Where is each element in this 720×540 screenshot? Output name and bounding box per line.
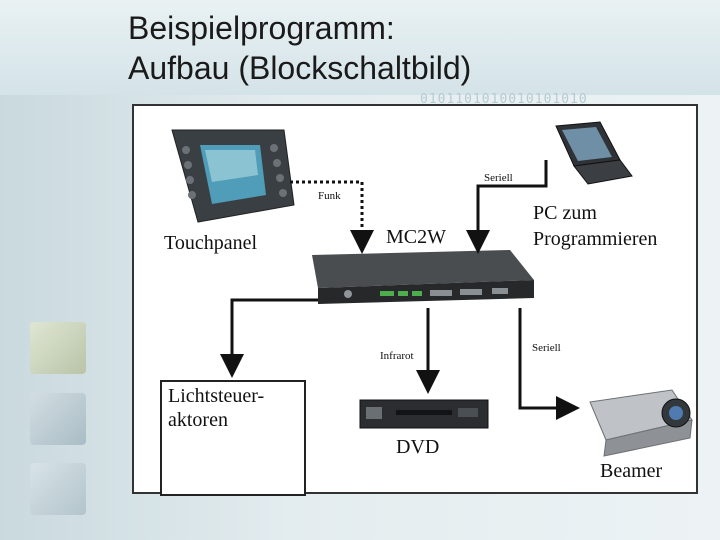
lichtsteueraktoren-box: Lichtsteuer- aktoren [160,380,306,496]
licht-label-line-1: Lichtsteuer- [168,384,298,408]
beamer-label: Beamer [600,460,662,483]
mc2w-device-image [312,250,534,304]
seriell-right-link [520,308,574,408]
licht-label-line-2: aktoren [168,408,298,432]
touchpanel-image [172,130,294,222]
seriell-top-label: Seriell [484,172,513,184]
dvd-label: DVD [396,436,439,459]
pc-label: PC zum Programmieren [533,200,657,252]
infrarot-label: Infrarot [380,350,414,362]
licht-link [232,300,318,372]
seriell-right-label: Seriell [532,342,561,354]
dvd-player-image [360,400,488,428]
pc-label-line-2: Programmieren [533,226,657,252]
mc2w-label: MC2W [386,226,446,249]
touchpanel-label: Touchpanel [164,232,257,255]
laptop-image [556,122,632,184]
pc-label-line-1: PC zum [533,200,657,226]
funk-label: Funk [318,190,341,202]
beamer-image [590,390,692,456]
